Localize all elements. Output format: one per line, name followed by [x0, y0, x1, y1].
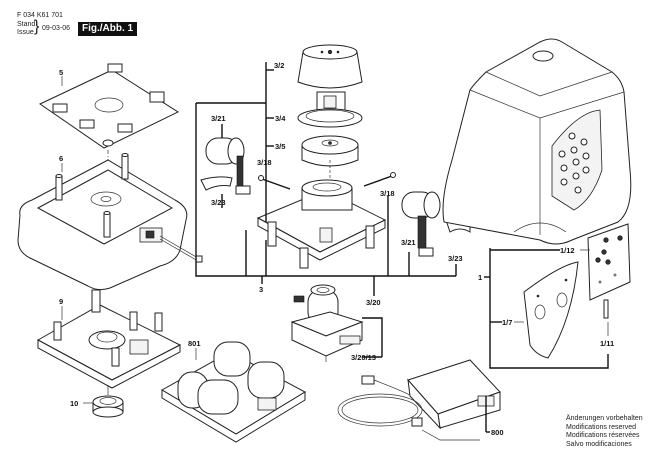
- part-3-5-motor-drum: [301, 135, 359, 167]
- part-3-4-rotor-head: [297, 91, 363, 128]
- label-1-11: 1/11: [600, 339, 614, 348]
- label-10: 10: [70, 399, 78, 408]
- part-10-nut: [92, 395, 124, 418]
- part-3-18-left-pin: [258, 175, 291, 190]
- label-3-5: 3/5: [275, 142, 285, 151]
- issue-date: 09-03-06: [42, 25, 71, 32]
- part-801-battery-pack: [160, 341, 307, 443]
- label-3-18-right: 3/18: [380, 189, 395, 198]
- label-3-21-right: 3/21: [401, 238, 416, 247]
- note-english: Modifications reserved: [566, 423, 637, 431]
- part-1-7-keypad-overlay: [523, 261, 579, 359]
- label-3-20-13: 3/20/13: [351, 353, 376, 362]
- part-800-power-adapter: [337, 359, 501, 441]
- label-1-7: 1/7: [502, 318, 512, 327]
- part-3-23-left-clip: [200, 176, 233, 191]
- label-6: 6: [59, 154, 63, 163]
- bracket-group-1: [484, 248, 609, 369]
- note-spanish: Salvo modificaciones: [566, 440, 632, 448]
- document-number: F 034 K61 701: [17, 12, 63, 19]
- label-3-4: 3/4: [275, 114, 286, 123]
- label-5: 5: [59, 68, 63, 77]
- figure-label: Fig./Abb. 1: [78, 22, 138, 36]
- part-9-battery-frame: [36, 289, 182, 389]
- label-3-21-left: 3/21: [211, 114, 226, 123]
- label-1: 1: [478, 273, 482, 282]
- part-3-rotor-housing: [256, 160, 387, 269]
- keypad-buttons: [558, 132, 590, 194]
- bracket-group-3: [195, 62, 457, 358]
- issue-label: Issue: [17, 29, 34, 36]
- label-9: 9: [59, 297, 63, 306]
- part-1-12-keypad-board: [587, 223, 631, 319]
- label-801: 801: [188, 339, 201, 348]
- note-french: Modifications réservées: [566, 432, 640, 439]
- label-3-20: 3/20: [366, 298, 381, 307]
- stand-label: Stand: [17, 21, 36, 28]
- part-3-18-right-pin: [363, 172, 396, 187]
- part-3-20-laser-module: [290, 284, 364, 362]
- part-6-base-housing: [17, 153, 203, 291]
- modification-notice: Änderungen vorbehalten Modifications res…: [566, 415, 643, 449]
- label-3-2: 3/2: [274, 61, 284, 70]
- note-german: Änderungen vorbehalten: [566, 415, 643, 422]
- label-1-12: 1/12: [560, 246, 575, 255]
- brace-symbol: }: [34, 18, 40, 35]
- label-3-23-right: 3/23: [448, 254, 463, 263]
- label-3-23-left: 3/23: [211, 198, 226, 207]
- label-3: 3: [259, 285, 263, 294]
- part-1-laser-housing: [442, 38, 632, 245]
- part-5-cover-plate: [39, 63, 180, 149]
- label-800: 800: [491, 428, 504, 437]
- label-3-18-left: 3/18: [257, 158, 272, 167]
- part-3-2-rotor-cap: [297, 44, 363, 89]
- part-3-21-right-motor: [401, 191, 441, 257]
